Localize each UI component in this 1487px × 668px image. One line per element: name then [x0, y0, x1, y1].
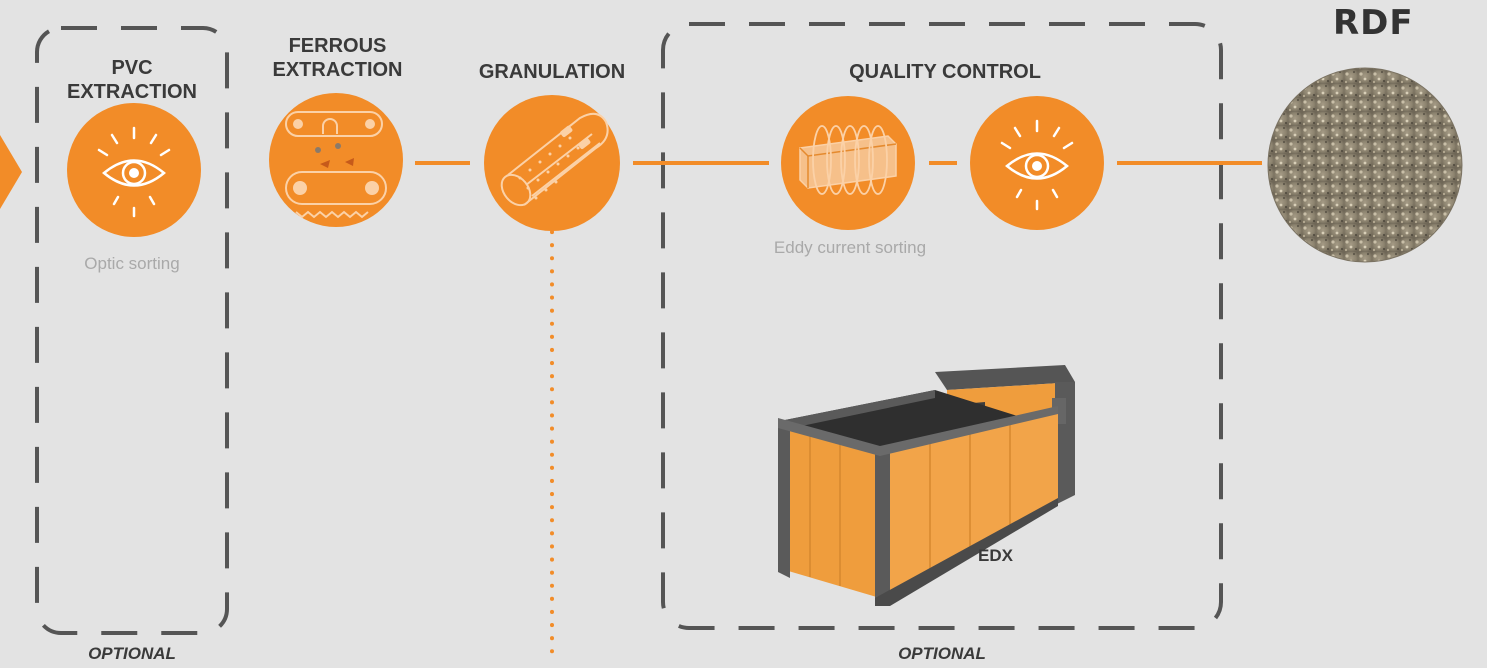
- eye-icon: [970, 96, 1104, 230]
- pvc-extraction-title: PVC EXTRACTION: [37, 56, 227, 104]
- quality-control-title: QUALITY CONTROL: [849, 61, 1041, 83]
- pvc-optional-label: OPTIONAL: [88, 644, 176, 663]
- edx-machine-illustration: [778, 365, 1075, 606]
- eddy-current-coil-icon: [781, 96, 915, 230]
- magnetic-separator-icon: [269, 93, 403, 227]
- eye-icon: [67, 103, 201, 237]
- granulator-drum-icon: [484, 95, 620, 231]
- optic-sorting-caption: Optic sorting: [84, 254, 180, 273]
- pvc-title-line2: EXTRACTION: [67, 81, 197, 103]
- edx-label: EDX: [978, 546, 1013, 565]
- eddy-current-caption: Eddy current sorting: [773, 238, 927, 257]
- quality-optional-dashed-box: [661, 22, 1223, 630]
- quality-optional-label: OPTIONAL: [898, 644, 986, 663]
- play-arrow-icon: [0, 135, 22, 209]
- pvc-title-line1: PVC: [111, 57, 153, 79]
- ferrous-title-line2: EXTRACTION: [272, 59, 403, 81]
- rdf-title: RDF: [1333, 3, 1414, 43]
- ferrous-title-line1: FERROUS: [288, 35, 387, 57]
- pvc-optional-dashed-box: [35, 26, 229, 635]
- rdf-material-photo: [1267, 67, 1463, 263]
- ferrous-extraction-title: FERROUS EXTRACTION: [245, 34, 430, 82]
- granulation-title: GRANULATION: [478, 61, 626, 83]
